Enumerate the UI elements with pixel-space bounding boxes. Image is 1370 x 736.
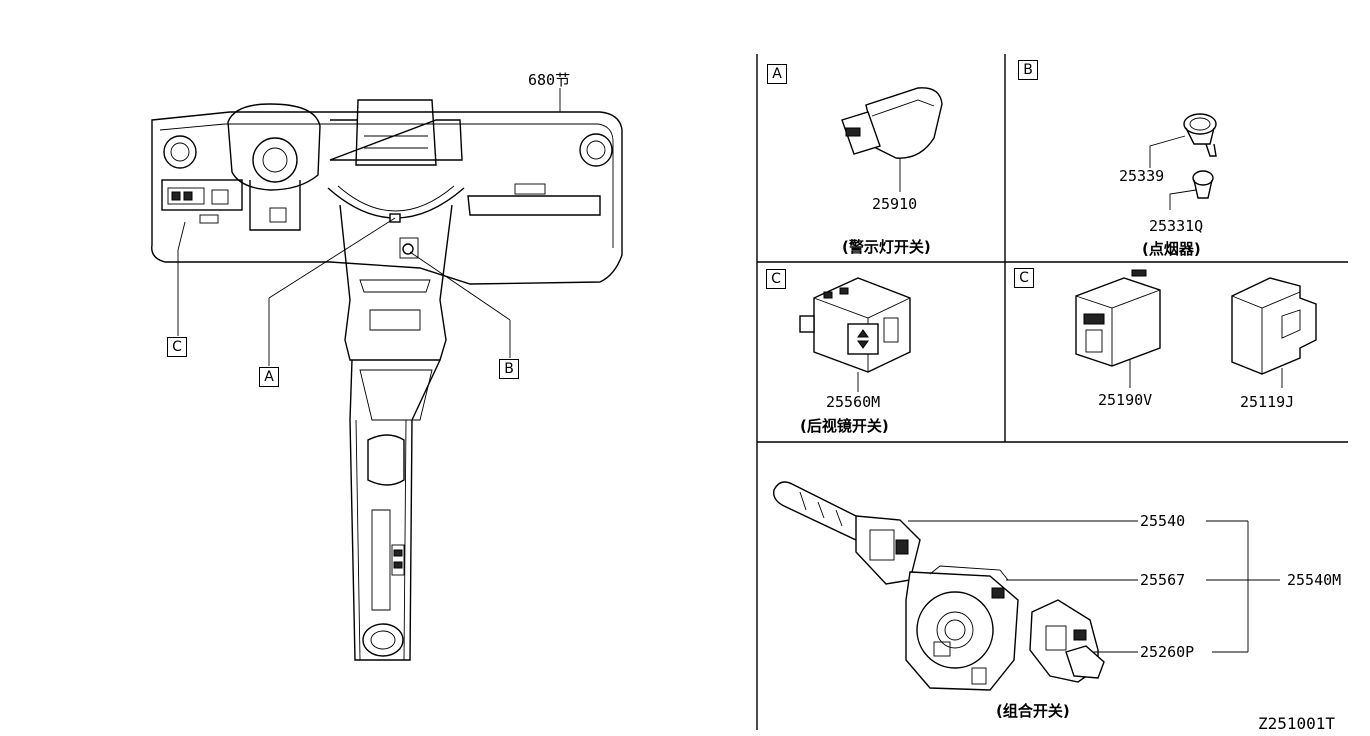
blank-switch-drawing	[1075, 269, 1161, 388]
combination-leaders	[908, 520, 1280, 653]
switch-cover-drawing	[1231, 277, 1317, 388]
panel-grid	[756, 54, 1348, 730]
callout-a-box: A	[259, 367, 279, 387]
combination-switch-drawing	[773, 481, 1105, 691]
part-25190v-label: 25190V	[1098, 391, 1153, 409]
panel-b-tag: B	[1018, 60, 1038, 80]
part-25560m-label: 25560M	[826, 393, 881, 411]
mirror-switch-drawing	[799, 277, 911, 392]
cigarette-lighter-drawing	[1149, 113, 1217, 210]
part-25540-label: 25540	[1140, 512, 1186, 530]
dashboard-drawing	[151, 99, 623, 661]
section-ref-label: 680节	[528, 71, 571, 89]
panel-a-caption: (警示灯开关)	[842, 238, 931, 256]
panel-c-switch-tag: C	[1014, 268, 1034, 288]
part-25540m-label: 25540M	[1287, 571, 1342, 589]
figure-code: Z251001T	[1258, 714, 1336, 733]
callout-b-box: B	[499, 359, 519, 379]
hazard-switch-drawing	[841, 87, 943, 192]
panel-c-mirror-tag: C	[766, 269, 786, 289]
panel-a-tag: A	[767, 64, 787, 84]
panel-b-caption: (点烟器)	[1142, 240, 1201, 258]
overview-leaders	[177, 88, 561, 366]
part-25119j-label: 25119J	[1240, 393, 1295, 411]
part-25567-label: 25567	[1140, 571, 1186, 589]
part-25910-label: 25910	[872, 195, 918, 213]
part-25260p-label: 25260P	[1140, 643, 1195, 661]
part-25339-label: 25339	[1119, 167, 1165, 185]
combination-switch-caption: (组合开关)	[996, 702, 1070, 720]
panel-c-mirror-caption: (后视镜开关)	[800, 417, 889, 435]
callout-c-box: C	[167, 337, 187, 357]
part-25331q-label: 25331Q	[1149, 217, 1204, 235]
